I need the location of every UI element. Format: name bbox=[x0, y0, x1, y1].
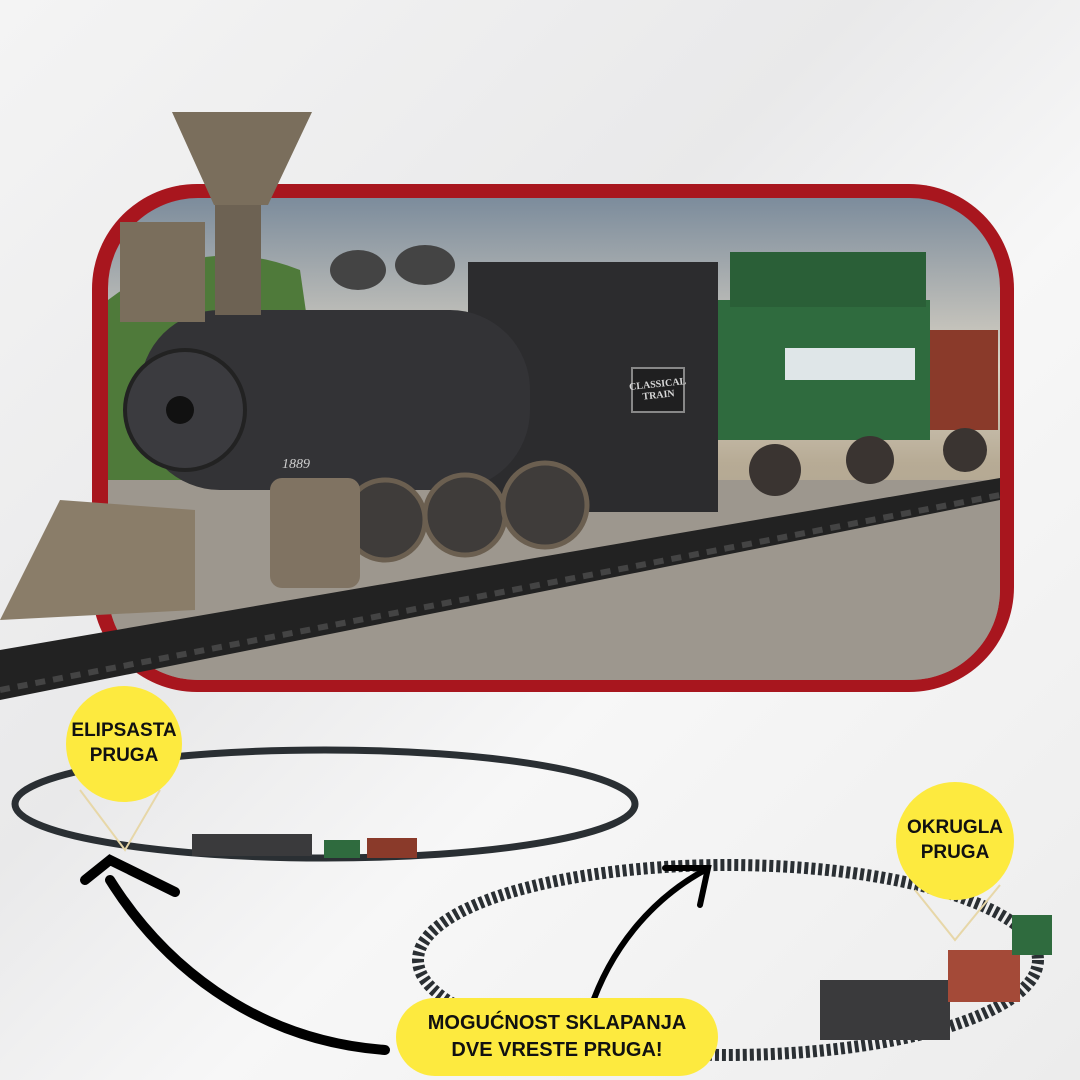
arrow-head-1 bbox=[80, 854, 180, 897]
round-track bbox=[412, 859, 1044, 1061]
locomotive-year: 1889 bbox=[282, 457, 310, 472]
assembly-note: MOGUĆNOST SKLAPANJA DVE VRESTE PRUGA! bbox=[396, 998, 718, 1076]
round-track-label: OKRUGLA PRUGA bbox=[896, 782, 1014, 900]
small-train-1 bbox=[192, 834, 417, 858]
locomotive: 1889 bbox=[0, 112, 718, 620]
locomotive-plate bbox=[631, 367, 685, 413]
red-wagon bbox=[928, 330, 998, 430]
small-train-2 bbox=[820, 915, 1052, 1040]
label-line: OKRUGLA bbox=[906, 817, 1004, 839]
pin-tail-1 bbox=[79, 789, 161, 852]
elliptical-track-label: ELIPSASTA PRUGA bbox=[66, 686, 182, 802]
pin-tail-2 bbox=[914, 884, 1001, 942]
label-line: PRUGA bbox=[89, 745, 159, 766]
green-carriage bbox=[700, 252, 987, 496]
arrow-to-round bbox=[587, 867, 708, 1013]
arrow-to-elliptical bbox=[105, 875, 390, 1055]
note-line: DVE VRESTE PRUGA! bbox=[451, 1039, 663, 1061]
label-line: PRUGA bbox=[920, 842, 990, 863]
label-line: ELIPSASTA bbox=[71, 720, 177, 742]
note-line: MOGUĆNOST SKLAPANJA bbox=[427, 1012, 687, 1034]
arrow-head-2 bbox=[662, 865, 712, 908]
main-track bbox=[0, 478, 1000, 700]
locomotive-plate-text: CLASSICAL TRAIN bbox=[628, 375, 687, 403]
